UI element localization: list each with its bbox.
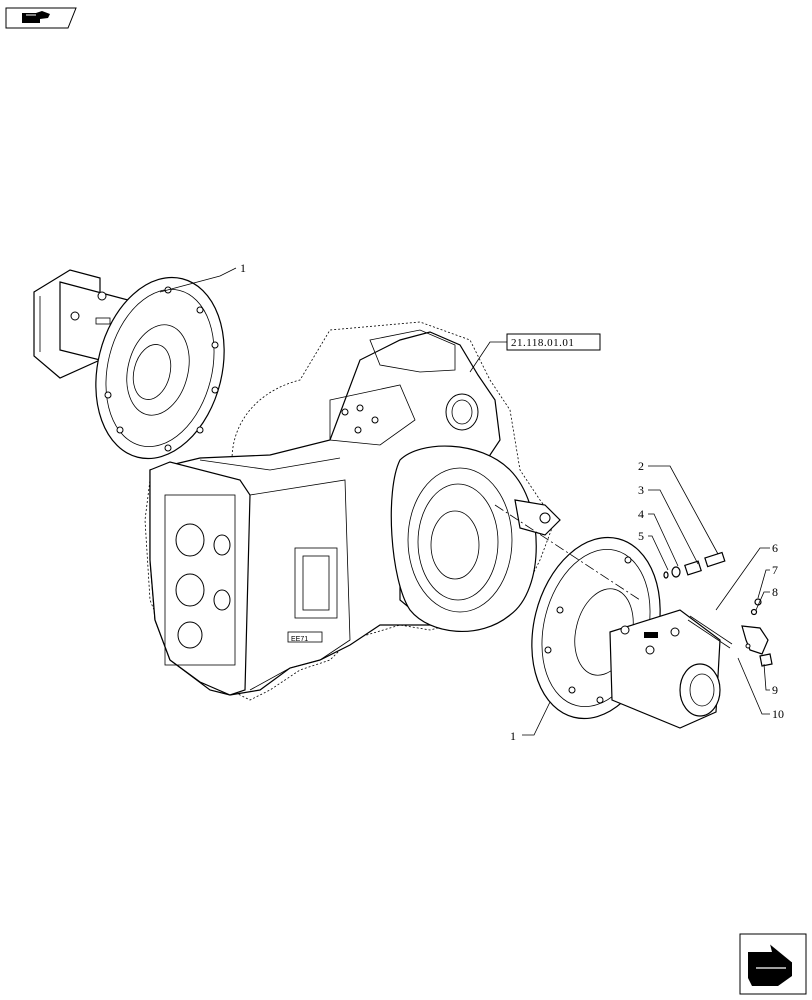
svg-text:EE71: EE71 — [291, 636, 308, 643]
callout-1-top: 1 — [240, 261, 246, 275]
hand-pointing-right-icon — [22, 11, 50, 23]
hardware-parts — [663, 551, 773, 667]
callout-9: 9 — [772, 683, 778, 697]
callout-4: 4 — [638, 507, 644, 521]
reference-link[interactable]: 21.118.01.01 — [506, 333, 601, 351]
assembly-axis-line — [494, 504, 641, 601]
callout-6: 6 — [772, 541, 778, 555]
callout-2: 2 — [638, 459, 644, 473]
previous-page-button[interactable] — [5, 7, 77, 29]
reference-leader — [469, 341, 507, 373]
reference-link-text: 21.118.01.01 — [511, 337, 574, 349]
callout-7: 7 — [772, 563, 778, 577]
transmission-housing: EE71 — [144, 321, 561, 701]
callout-1-bottom: 1 — [510, 729, 516, 743]
hand-pointing-left-icon — [748, 943, 793, 986]
callout-leaders — [159, 267, 770, 736]
next-page-button[interactable] — [739, 933, 807, 995]
callout-5: 5 — [638, 529, 644, 543]
callout-10: 10 — [772, 707, 784, 721]
final-drive-right — [531, 536, 733, 729]
callout-8: 8 — [772, 585, 778, 599]
final-drive-left — [33, 269, 225, 460]
callout-3: 3 — [638, 483, 644, 497]
